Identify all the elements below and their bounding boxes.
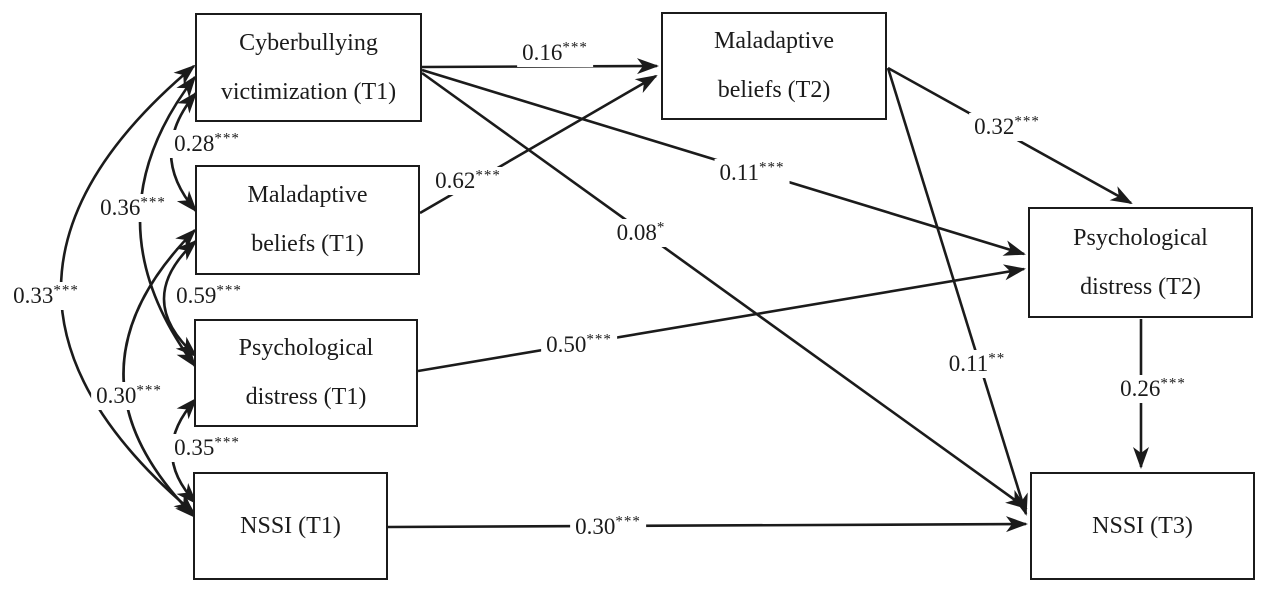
coefficient-value: 0.26 bbox=[1120, 376, 1161, 401]
significance-stars: *** bbox=[562, 39, 588, 56]
significance-stars: *** bbox=[136, 382, 162, 399]
arrow-mb-t2-to-nssi-t3 bbox=[886, 67, 1028, 516]
node-psychological-distress-t2: Psychological distress (T2) bbox=[1028, 207, 1253, 318]
corr-cv-t1-pd-t1: 0.36*** bbox=[95, 194, 171, 222]
significance-stars: *** bbox=[214, 130, 240, 147]
coefficient-value: 0.33 bbox=[13, 283, 54, 308]
coefficient-value: 0.30 bbox=[575, 514, 616, 539]
node-label-line1: NSSI (T3) bbox=[1092, 512, 1193, 539]
significance-stars: *** bbox=[216, 282, 242, 299]
significance-stars: ** bbox=[988, 350, 1006, 367]
node-nssi-t3: NSSI (T3) bbox=[1030, 472, 1255, 580]
significance-stars: *** bbox=[1014, 113, 1040, 130]
node-label-line1: Maladaptive bbox=[247, 182, 368, 208]
coefficient-value: 0.36 bbox=[100, 195, 141, 220]
node-label-line1: Psychological bbox=[1073, 224, 1208, 251]
significance-stars: *** bbox=[615, 513, 641, 530]
significance-stars: *** bbox=[475, 167, 501, 184]
arrow-nssi-t1-to-nssi-t3 bbox=[387, 516, 1028, 533]
coefficient-value: 0.16 bbox=[522, 40, 563, 65]
node-label-line2: beliefs (T2) bbox=[717, 77, 831, 103]
coef-cv-t1-to-nssi-t3: 0.08* bbox=[611, 219, 671, 247]
corr-cv-t1-nssi-t1: 0.33*** bbox=[8, 282, 84, 310]
significance-stars: *** bbox=[1160, 375, 1186, 392]
coef-nssi-t1-to-nssi-t3: 0.30*** bbox=[570, 513, 646, 541]
arrow-pd-t1-to-pd-t2 bbox=[417, 264, 1026, 373]
coef-cv-t1-to-mb-t2: 0.16*** bbox=[517, 39, 593, 67]
node-nssi-t1: NSSI (T1) bbox=[193, 472, 388, 580]
corr-pd-t1-nssi-t1: 0.35*** bbox=[169, 434, 245, 462]
node-label-line1: Psychological bbox=[238, 335, 374, 361]
coefficient-value: 0.08 bbox=[616, 220, 657, 245]
node-maladaptive-beliefs-t1: Maladaptive beliefs (T1) bbox=[195, 165, 420, 275]
corr-cv-t1-mb-t1: 0.28*** bbox=[169, 130, 245, 158]
node-psychological-distress-t1: Psychological distress (T1) bbox=[194, 319, 418, 427]
significance-stars: *** bbox=[53, 282, 79, 299]
arrow-cv-t1-to-nssi-t3 bbox=[421, 71, 1028, 510]
corr-mb-t1-nssi-t1: 0.30*** bbox=[91, 382, 167, 410]
coefficient-value: 0.11 bbox=[948, 351, 989, 376]
coef-pd-t2-to-nssi-t3: 0.26*** bbox=[1115, 375, 1191, 403]
coefficient-value: 0.30 bbox=[96, 383, 137, 408]
node-label-line2: distress (T2) bbox=[1080, 273, 1201, 300]
coef-mb-t2-to-nssi-t3: 0.11** bbox=[943, 350, 1011, 378]
arc-corr-mb-t1-nssi-t1 bbox=[122, 228, 197, 519]
node-label-line2: beliefs (T1) bbox=[251, 231, 364, 257]
node-maladaptive-beliefs-t2: Maladaptive beliefs (T2) bbox=[661, 12, 887, 120]
node-label-line2: victimization (T1) bbox=[220, 78, 397, 105]
coefficient-value: 0.28 bbox=[174, 131, 215, 156]
coef-pd-t1-to-pd-t2: 0.50*** bbox=[541, 331, 617, 359]
coefficient-value: 0.35 bbox=[174, 435, 215, 460]
node-label-line2: distress (T1) bbox=[245, 384, 367, 410]
corr-mb-t1-pd-t1: 0.59*** bbox=[171, 282, 247, 310]
coefficient-value: 0.62 bbox=[435, 168, 476, 193]
coefficient-value: 0.32 bbox=[974, 114, 1015, 139]
significance-stars: *** bbox=[140, 194, 166, 211]
node-label-line1: Maladaptive bbox=[714, 28, 834, 54]
coefficient-value: 0.11 bbox=[719, 160, 759, 185]
coefficient-value: 0.50 bbox=[546, 332, 587, 357]
node-label-line1: Cyberbullying bbox=[239, 29, 378, 56]
coef-cv-t1-to-pd-t2: 0.11*** bbox=[714, 159, 790, 187]
coefficient-value: 0.59 bbox=[176, 283, 217, 308]
significance-stars: *** bbox=[214, 434, 240, 451]
significance-stars: *** bbox=[758, 159, 785, 176]
significance-stars: *** bbox=[586, 331, 612, 348]
coef-mb-t1-to-mb-t2: 0.62*** bbox=[430, 167, 506, 195]
node-label-line1: NSSI (T1) bbox=[240, 512, 341, 539]
node-cyberbullying-victimization-t1: Cyberbullying victimization (T1) bbox=[195, 13, 422, 122]
significance-stars: * bbox=[656, 219, 666, 236]
coef-mb-t2-to-pd-t2: 0.32*** bbox=[969, 113, 1045, 141]
